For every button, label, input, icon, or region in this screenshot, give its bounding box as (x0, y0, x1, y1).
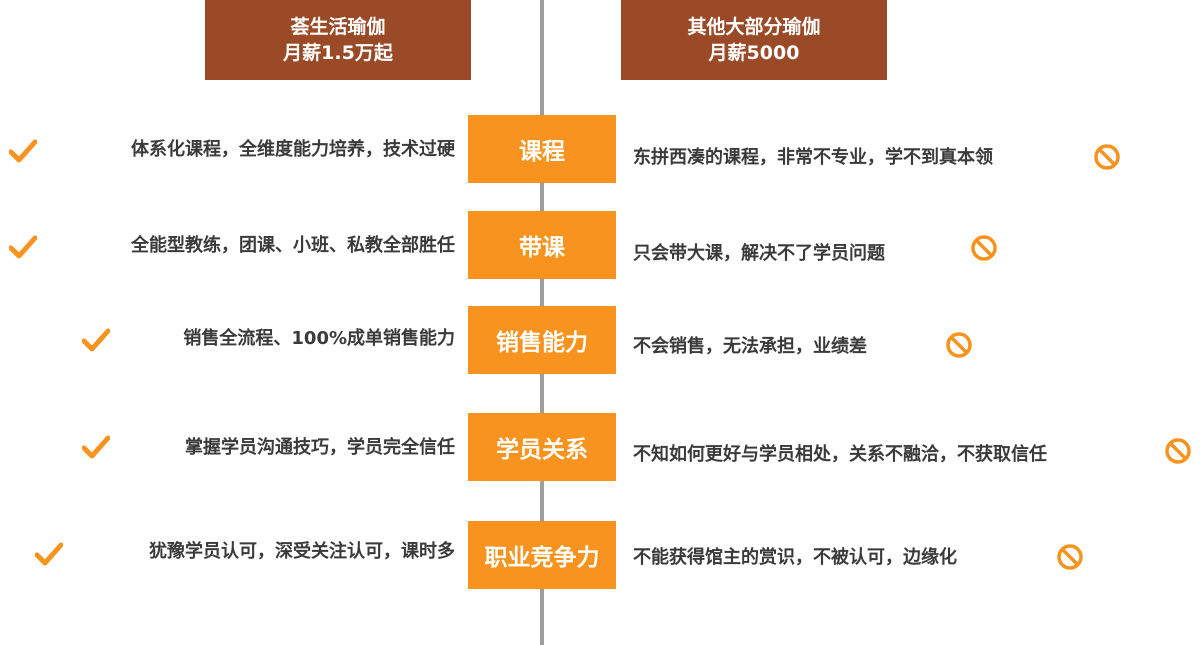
category-student-relations: 学员关系 (468, 413, 616, 481)
ban-icon (1165, 438, 1191, 464)
category-teaching: 带课 (468, 211, 616, 279)
header-left-title: 荟生活瑜伽 (290, 16, 386, 38)
category-career-competitiveness: 职业竞争力 (468, 521, 616, 589)
header-right-salary: 月薪5000 (708, 42, 800, 64)
right-drawback-sales: 不会销售，无法承担，业绩差 (633, 336, 867, 357)
check-icon (82, 435, 110, 459)
ban-icon (1057, 544, 1083, 570)
left-advantage-career: 犹豫学员认可，深受关注认可，课时多 (149, 541, 455, 562)
left-advantage-teaching: 全能型教练，团课、小班、私教全部胜任 (131, 235, 455, 256)
left-advantage-course: 体系化课程，全维度能力培养，技术过硬 (131, 139, 455, 160)
check-icon (82, 328, 110, 352)
check-icon (9, 139, 37, 163)
header-left-salary: 月薪1.5万起 (283, 42, 393, 64)
right-drawback-career: 不能获得馆主的赏识，不被认可，边缘化 (633, 547, 957, 568)
right-drawback-student-relations: 不知如何更好与学员相处，关系不融洽，不获取信任 (633, 444, 1047, 465)
header-hui-life-yoga: 荟生活瑜伽 月薪1.5万起 (205, 0, 471, 80)
check-icon (9, 235, 37, 259)
ban-icon (946, 332, 972, 358)
left-advantage-sales: 销售全流程、100%成单销售能力 (183, 328, 455, 349)
category-sales: 销售能力 (468, 306, 616, 374)
category-course: 课程 (468, 115, 616, 183)
right-drawback-teaching: 只会带大课，解决不了学员问题 (633, 243, 885, 264)
ban-icon (971, 235, 997, 261)
header-right-title: 其他大部分瑜伽 (687, 16, 821, 38)
header-other-yoga: 其他大部分瑜伽 月薪5000 (621, 0, 887, 80)
left-advantage-student-relations: 掌握学员沟通技巧，学员完全信任 (185, 437, 455, 458)
right-drawback-course: 东拼西凑的课程，非常不专业，学不到真本领 (633, 147, 993, 168)
check-icon (35, 542, 63, 566)
ban-icon (1094, 144, 1120, 170)
